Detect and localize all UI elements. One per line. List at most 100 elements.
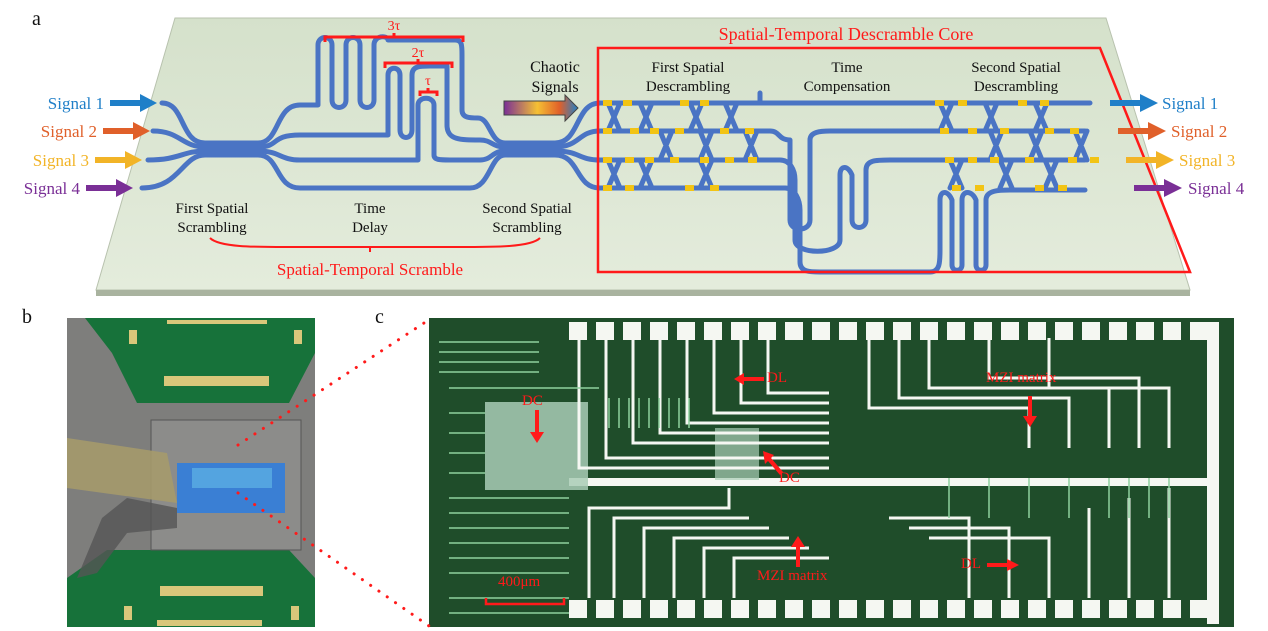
bond-pad <box>920 600 938 618</box>
arrow-dc-mid-icon <box>763 451 783 475</box>
panel-c-chip-micrograph <box>429 318 1234 627</box>
input-signal-3-label: Signal 3 <box>33 151 89 170</box>
top-bond-pad-row <box>569 322 1208 340</box>
output-signal-2-label: Signal 2 <box>1171 122 1227 141</box>
panel-a-schematic: 3τ 2τ τ Chaotic Signals Spatial-Temporal… <box>24 17 1245 296</box>
panel-label-b: b <box>22 306 32 328</box>
panel-label-c: c <box>375 306 384 328</box>
arrow-dl-bottom-icon <box>987 559 1019 571</box>
delay-brackets <box>323 33 465 96</box>
annotation-mzi-top: MZI matrix <box>986 370 1057 386</box>
bond-pad <box>866 600 884 618</box>
input-signals: Signal 1 Signal 2 Signal 3 Signal 4 <box>24 94 157 198</box>
bond-pad <box>1055 600 1073 618</box>
bond-pad <box>731 600 749 618</box>
bottom-bond-pad-row <box>569 600 1208 618</box>
input-signal-2-label: Signal 2 <box>41 122 97 141</box>
bond-pad <box>1109 322 1127 340</box>
coupler-1 <box>202 140 261 158</box>
bond-pad <box>569 322 587 340</box>
scramble-stage-3-line1: Second Spatial <box>482 201 572 217</box>
bond-pad <box>758 600 776 618</box>
bond-pad <box>704 600 722 618</box>
chaotic-signals-arrow <box>503 93 579 123</box>
scramble-stage-2-line2: Delay <box>352 220 388 236</box>
scale-bar-label: 400μm <box>498 574 541 590</box>
label-2tau: 2τ <box>412 46 425 61</box>
bond-pad <box>785 600 803 618</box>
annotation-dc-mid: DC <box>779 470 800 486</box>
chaotic-signals-line2: Signals <box>531 79 578 96</box>
bus-bar <box>569 478 1209 486</box>
bond-pad <box>704 322 722 340</box>
bond-pad <box>596 600 614 618</box>
output-signal-1-label: Signal 1 <box>1162 94 1218 113</box>
core-stage-1-line1: First Spatial <box>652 60 725 76</box>
bond-pad <box>839 322 857 340</box>
bond-pad <box>758 322 776 340</box>
bond-pad <box>1109 600 1127 618</box>
bond-pad <box>1163 600 1181 618</box>
ground-bar-right <box>1207 322 1219 624</box>
bond-pad <box>1028 600 1046 618</box>
wg-delay-tau <box>255 95 508 163</box>
arrow-dl-top-icon <box>734 373 764 385</box>
mesh-crossings <box>605 100 1090 191</box>
core-stage-3-line2: Descrambling <box>974 79 1059 95</box>
output-signal-1-arrow <box>1110 94 1158 112</box>
core-stage-2-line1: Time <box>831 60 862 76</box>
chip-substrate-edge <box>96 290 1190 296</box>
bond-pad <box>569 600 587 618</box>
wg-in-1 <box>159 100 208 146</box>
waveguides <box>139 34 1093 275</box>
bond-pad <box>623 600 641 618</box>
wg-in-2 <box>150 128 208 150</box>
output-signals: Signal 1 Signal 2 Signal 3 Signal 4 <box>1110 94 1245 198</box>
descramble-core-box <box>596 46 1192 274</box>
core-stage-2-line2: Compensation <box>804 79 891 95</box>
coupler-2 <box>502 140 558 158</box>
scramble-stage-2-line1: Time <box>354 201 385 217</box>
output-signal-2-arrow <box>1118 122 1166 140</box>
scramble-stage-3-line2: Scrambling <box>492 220 562 236</box>
core-stage-3-line1: Second Spatial <box>971 60 1061 76</box>
bond-pad <box>812 600 830 618</box>
bond-pad <box>1001 600 1019 618</box>
input-signal-2-arrow <box>103 122 150 140</box>
bond-pad <box>1190 600 1208 618</box>
bond-pad <box>1190 322 1208 340</box>
core-stage-1-line2: Descrambling <box>646 79 731 95</box>
wg-in-3 <box>145 148 208 163</box>
optical-waveguides <box>439 341 1170 614</box>
dc-region-mid <box>715 428 759 480</box>
bond-pad <box>1082 600 1100 618</box>
bond-pad <box>947 600 965 618</box>
input-signal-4-arrow <box>86 179 133 197</box>
input-signal-1-arrow <box>110 94 157 112</box>
bond-pad <box>1163 322 1181 340</box>
bond-pad <box>650 600 668 618</box>
output-signal-3-arrow <box>1126 151 1174 169</box>
arrow-mzi-bottom-icon <box>791 536 805 567</box>
output-signal-4-arrow <box>1134 179 1182 197</box>
bond-pad <box>623 322 641 340</box>
bond-pad <box>1136 322 1154 340</box>
label-tau: τ <box>425 74 431 89</box>
bond-pad <box>1055 322 1073 340</box>
bond-pad <box>812 322 830 340</box>
electrode-traces <box>577 338 1171 598</box>
input-signal-4-label: Signal 4 <box>24 179 81 198</box>
bond-pad <box>650 322 668 340</box>
input-signal-1-label: Signal 1 <box>48 94 104 113</box>
bond-pad <box>731 322 749 340</box>
scramble-brace <box>209 237 541 252</box>
bond-pad <box>866 322 884 340</box>
bracket-tau <box>418 88 439 96</box>
output-signal-4-label: Signal 4 <box>1188 179 1245 198</box>
output-signal-3-label: Signal 3 <box>1179 151 1235 170</box>
annotation-mzi-bottom: MZI matrix <box>757 568 828 584</box>
annotation-dl-bottom: DL <box>961 556 981 572</box>
arrow-dc-left-icon <box>530 410 544 443</box>
bond-pad <box>920 322 938 340</box>
bond-pad <box>1028 322 1046 340</box>
